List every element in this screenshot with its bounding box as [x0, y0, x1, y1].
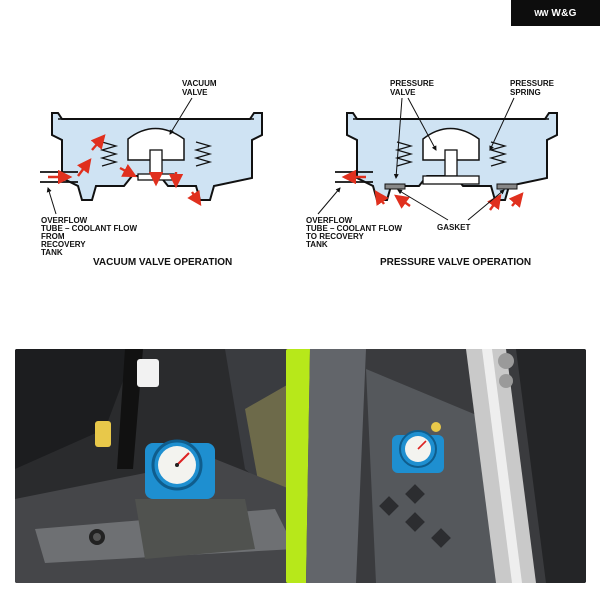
installed-gauge-photo-right — [286, 349, 586, 583]
gasket-rings — [384, 183, 518, 190]
pressure-valve-diagram: PRESSURE VALVE PRESSURE SPRING GASKET OV… — [306, 79, 558, 268]
gasket-callout: GASKET — [437, 223, 470, 232]
radiator-cap-gauge-icon — [145, 439, 215, 499]
brand-badge: WW W&G — [511, 0, 600, 26]
vacuum-spring — [99, 141, 213, 167]
installed-gauge-photo-left — [15, 349, 315, 583]
pressure-overflow-label: OVERFLOW TUBE – COOLANT FLOW TO RECOVERY… — [306, 216, 404, 249]
pressure-caption: PRESSURE VALVE OPERATION — [380, 257, 531, 268]
vacuum-overflow-label: OVERFLOW TUBE – COOLANT FLOW FROM RECOVE… — [41, 216, 139, 257]
vacuum-flow-arrows — [48, 134, 202, 206]
vacuum-valve-callout: VACUUM VALVE — [182, 79, 219, 97]
vacuum-valve-diagram: VACUUM VALVE OVERFLOW TUBE – COOLANT FLO… — [40, 79, 263, 268]
vacuum-caption: VACUUM VALVE OPERATION — [93, 257, 232, 268]
pressure-spring-callout: PRESSURE SPRING — [510, 79, 556, 97]
pressure-spring — [394, 141, 508, 167]
radiator-cap-gauge-icon — [392, 430, 444, 473]
brand-name: W&G — [551, 7, 577, 19]
radiator-cap-diagrams: VACUUM VALVE OVERFLOW TUBE – COOLANT FLO… — [40, 79, 558, 268]
brand-logo-icon: WW — [534, 8, 548, 18]
pressure-valve-callout: PRESSURE VALVE — [390, 79, 436, 97]
pressure-flow-arrows — [341, 169, 524, 211]
